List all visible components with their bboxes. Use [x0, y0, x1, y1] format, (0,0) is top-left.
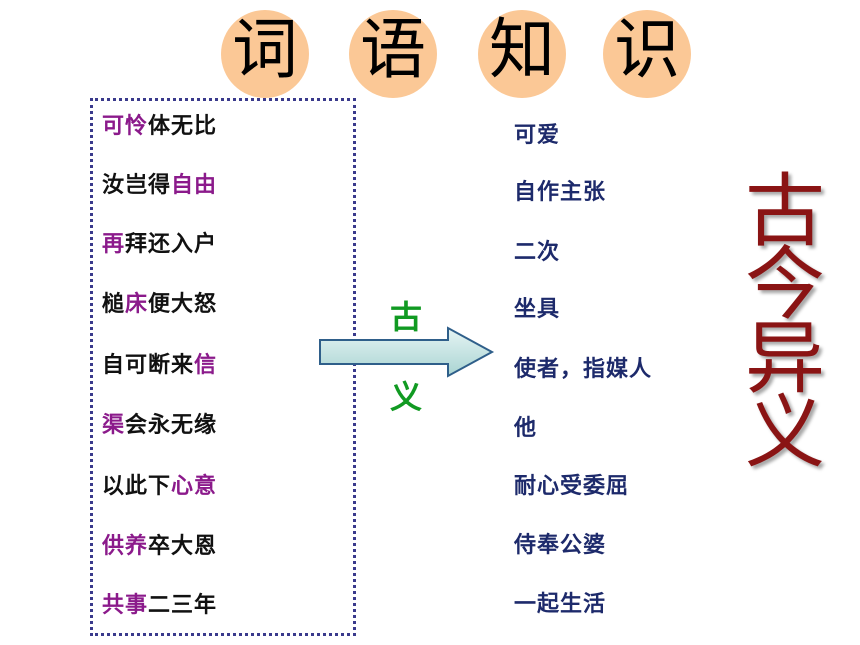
phrase-3-rest: 拜还入户: [125, 232, 218, 257]
title-circle-3: [478, 10, 566, 98]
title-char-2: 语: [360, 11, 426, 88]
right-arrow-icon: [319, 326, 495, 378]
phrase-2: 汝岂得自由: [102, 171, 217, 201]
meaning-6: 他: [514, 416, 538, 441]
phrase-5-highlight: 信: [194, 353, 218, 378]
phrase-1-rest: 体无比: [148, 114, 218, 139]
phrase-2-highlight: 自由: [171, 173, 218, 198]
phrase-5-rest: 自可断来: [102, 353, 195, 378]
phrase-6-highlight: 渠: [102, 413, 126, 438]
title-row: 词 语 知 识: [0, 4, 860, 100]
arrow-label-yi: 义: [389, 378, 422, 416]
phrase-4: 槌床便大怒: [102, 290, 217, 320]
phrase-8-highlight: 供养: [102, 534, 149, 559]
phrase-1: 可怜体无比: [102, 112, 217, 142]
meaning-4: 坐具: [514, 297, 561, 322]
phrase-4-highlight: 床: [125, 292, 149, 317]
meaning-3: 二次: [514, 240, 561, 265]
title-circle-4: [603, 10, 691, 98]
phrase-9-rest: 二三年: [148, 593, 218, 618]
phrase-4-pre: 槌: [102, 292, 126, 317]
phrase-7: 以此下心意: [102, 472, 217, 502]
phrase-7-highlight: 心意: [171, 474, 218, 499]
phrase-8-rest: 卒大恩: [148, 534, 218, 559]
side-title-char-3: 异: [745, 312, 825, 405]
phrase-6-rest: 会永无缘: [125, 413, 218, 438]
phrase-3: 再拜还入户: [102, 230, 217, 260]
phrase-9-highlight: 共事: [102, 593, 149, 618]
title-char-1: 词: [232, 11, 298, 88]
title-char-3: 知: [489, 11, 555, 88]
side-title-char-2: 今: [745, 238, 825, 331]
meaning-2: 自作主张: [514, 180, 607, 205]
meaning-1: 可爱: [514, 123, 561, 148]
phrase-7-rest: 以此下: [102, 474, 172, 499]
side-title-char-1: 古: [745, 165, 825, 258]
phrase-4-post: 便大怒: [148, 292, 218, 317]
phrase-9: 共事二三年: [102, 591, 217, 621]
phrase-5: 自可断来信: [102, 351, 217, 381]
phrase-box: [90, 98, 356, 636]
meaning-8: 侍奉公婆: [514, 533, 607, 558]
phrase-2-rest: 汝岂得: [102, 173, 172, 198]
phrase-1-highlight: 可怜: [102, 114, 149, 139]
title-circle-2: [349, 10, 437, 98]
side-title-char-4: 义: [745, 386, 825, 479]
arrow-label-gu: 古: [389, 298, 422, 336]
title-circle-1: [221, 10, 309, 98]
phrase-8: 供养卒大恩: [102, 532, 217, 562]
title-char-4: 识: [614, 11, 680, 88]
meaning-9: 一起生活: [514, 592, 607, 617]
phrase-3-highlight: 再: [102, 232, 126, 257]
meaning-5: 使者，指媒人: [514, 357, 653, 382]
meaning-7: 耐心受委屈: [514, 474, 630, 499]
phrase-6: 渠会永无缘: [102, 411, 217, 441]
